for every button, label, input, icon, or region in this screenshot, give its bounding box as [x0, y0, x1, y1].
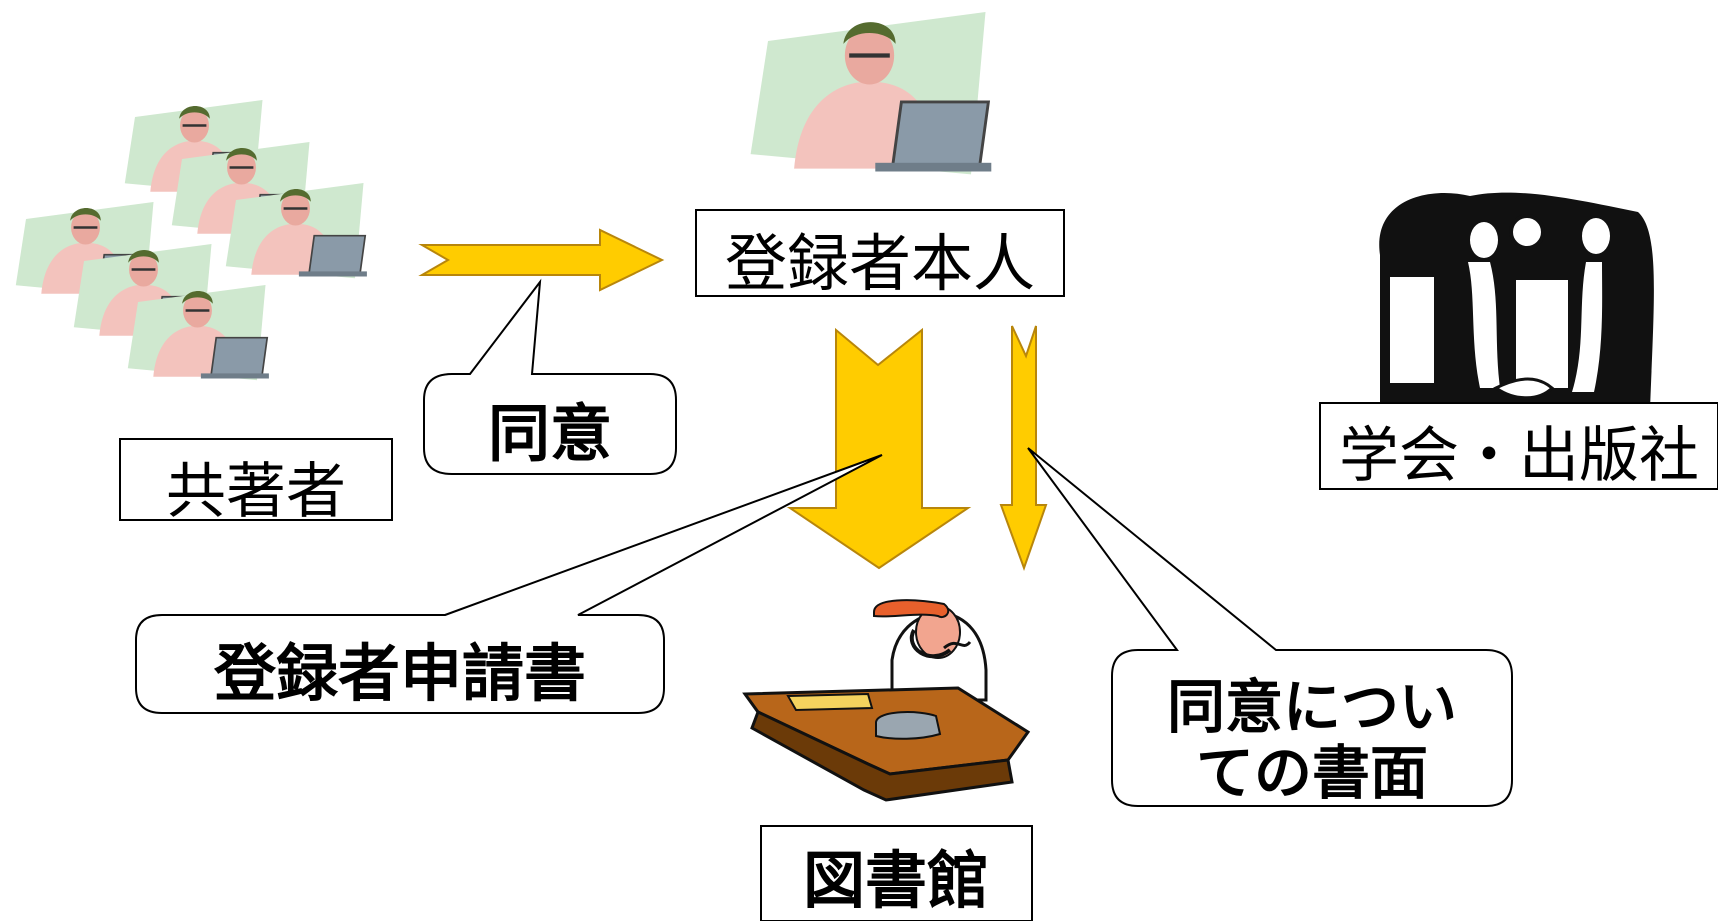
application-callout-text: 登録者申請書: [213, 637, 586, 710]
librarian-desk-phone-icon: [742, 599, 1031, 802]
coauthors-label: 共著者: [166, 457, 346, 527]
handshake-meeting-icon: [1379, 192, 1654, 410]
application-callout: 登録者申請書: [135, 454, 883, 714]
down-arrow-narrow: [999, 325, 1048, 571]
consent-document-line2: ての書面: [1196, 739, 1428, 807]
consent-callout: 同意: [423, 278, 677, 475]
registrant-label-box: [695, 209, 1065, 297]
consent-callout-text: 同意: [488, 397, 612, 470]
library-group: 図書館: [742, 599, 1033, 921]
coauthors-group: 共著者: [14, 98, 393, 527]
consent-document-callout: 同意につい ての書面: [1027, 447, 1513, 807]
publisher-label: 学会・出版社: [1339, 421, 1699, 491]
consent-document-line1: 同意につい: [1167, 673, 1457, 741]
registrant-icon: [751, 12, 992, 174]
registrant-group: 登録者本人: [695, 12, 1065, 300]
publisher-label-box: [1319, 402, 1718, 490]
coauthors-label-box: [119, 438, 393, 521]
library-label: 図書館: [803, 844, 989, 917]
consent-arrow: [418, 228, 665, 292]
library-label-box: [760, 825, 1033, 921]
publisher-group: 学会・出版社: [1319, 192, 1718, 491]
registrant-label: 登録者本人: [725, 227, 1035, 300]
down-arrow-wide: [786, 327, 972, 570]
